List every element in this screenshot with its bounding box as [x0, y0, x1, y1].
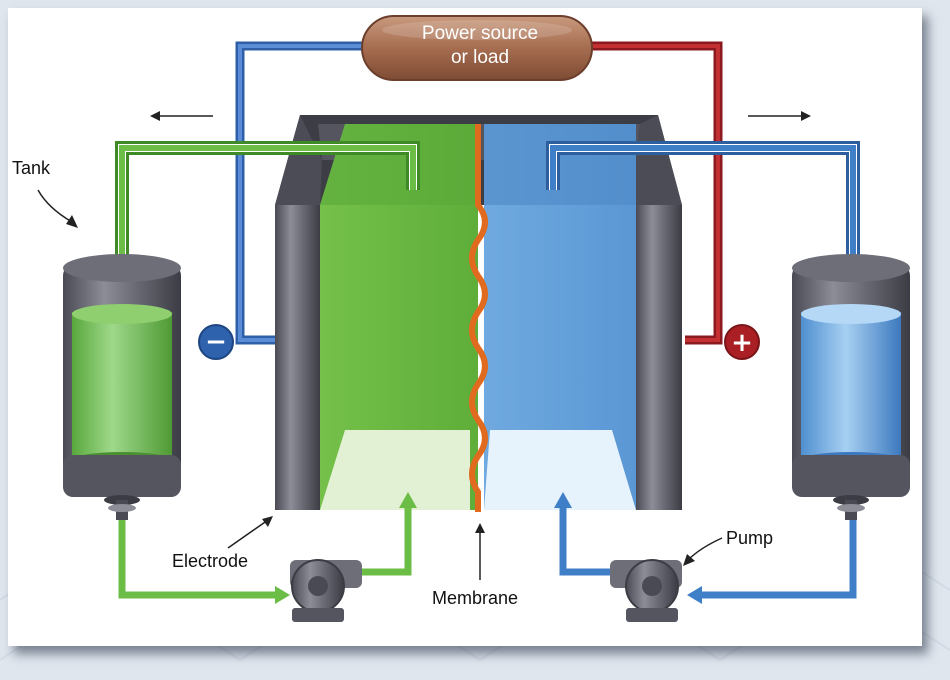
flow-arrow-left [150, 111, 213, 121]
positive-wire [585, 41, 723, 345]
negative-half-cell [320, 124, 478, 510]
tank-arrow [37, 189, 78, 228]
green-pipe-bottom [118, 492, 417, 604]
membrane-label: Membrane [432, 588, 519, 608]
left-pump [290, 559, 362, 622]
left-tank [63, 254, 181, 520]
negative-wire [235, 41, 380, 345]
blue-pipe-bottom [554, 492, 857, 604]
positive-terminal-label: + [731, 328, 753, 358]
positive-terminal-icon: + [724, 324, 760, 360]
negative-terminal-label: − [205, 327, 227, 357]
electrode-arrow [227, 516, 273, 549]
flow-arrow-right [748, 111, 811, 121]
pump-arrow [683, 537, 723, 566]
membrane-arrow [475, 523, 485, 580]
tank-label: Tank [12, 158, 51, 178]
power-source-line2: or load [450, 47, 510, 68]
power-source-line1: Power source [421, 23, 539, 44]
right-pump [610, 559, 682, 622]
power-source-label: Power source or load [380, 22, 580, 70]
pump-label: Pump [726, 528, 774, 548]
negative-terminal-icon: − [198, 324, 234, 360]
electrode-label: Electrode [172, 551, 249, 571]
power-source [361, 15, 593, 81]
right-tank [792, 254, 910, 520]
membrane-strip [469, 124, 488, 512]
